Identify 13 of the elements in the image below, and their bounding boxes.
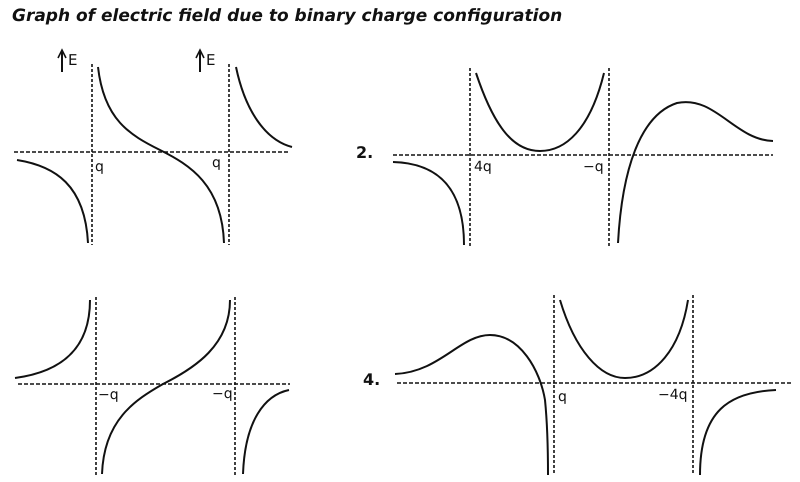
charge-label: −q bbox=[583, 160, 604, 174]
axis-label: E bbox=[206, 53, 216, 68]
charge-label: −4q bbox=[658, 388, 688, 402]
charge-label: −q bbox=[212, 387, 233, 401]
charge-label: q bbox=[212, 156, 221, 170]
title: Graph of electric field due to binary charge configuration bbox=[12, 8, 562, 25]
graph-number: 2. bbox=[356, 145, 374, 161]
axis-label: E bbox=[68, 53, 78, 68]
charge-label: q bbox=[558, 390, 567, 404]
charge-label: −q bbox=[98, 388, 119, 402]
charge-label: q bbox=[95, 160, 104, 174]
graph-number: 4. bbox=[363, 372, 380, 388]
charge-label: 4q bbox=[474, 160, 492, 174]
